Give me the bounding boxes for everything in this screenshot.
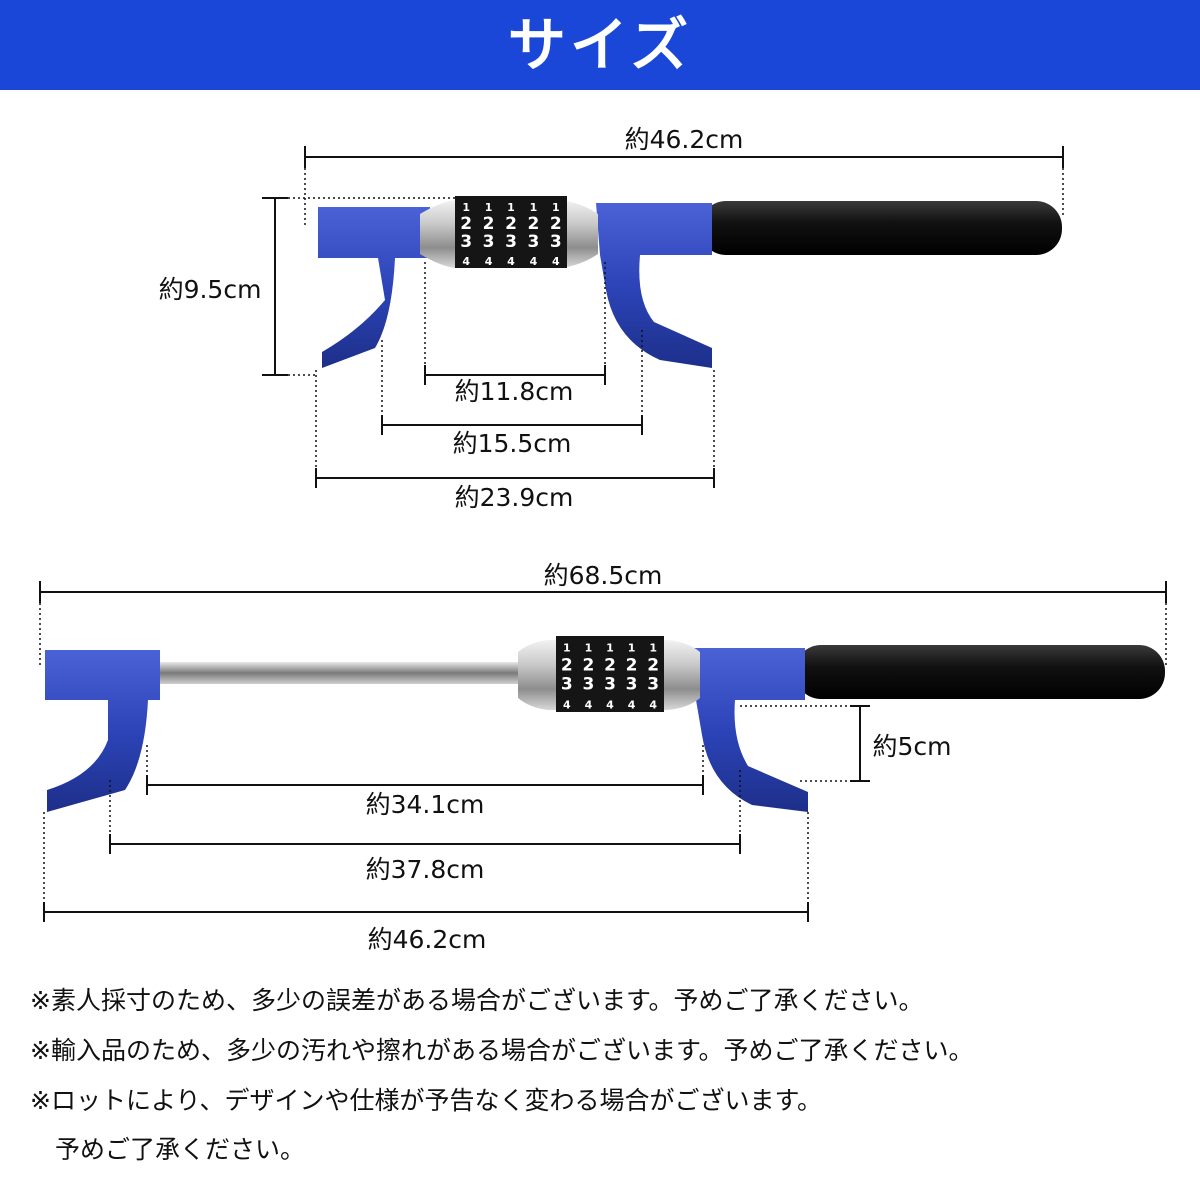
right-hook-block [596,203,712,368]
dial-digit-retracted: 1 [462,201,470,214]
dial-digit-extended: 1 [563,642,571,655]
header-banner: サイズ [0,0,1200,90]
left-hook-block [318,207,430,368]
dial-digit-extended: 4 [585,699,593,712]
dial-digit-extended: 3 [604,675,616,695]
dial-digit-retracted: 4 [530,255,538,268]
dim-overall-length-2: 約68.5cm [544,561,663,590]
lock-extended [45,636,1165,812]
grip-foam [700,201,1062,255]
dial-digit-extended: 4 [563,699,571,712]
dial-digit-extended: 3 [626,675,638,695]
dial-digit-retracted: 2 [505,214,517,234]
dimensions-retracted [262,146,1064,488]
left-hook-block [45,650,160,812]
dial-digit-retracted: 3 [550,232,562,252]
dial-digit-extended: 3 [582,675,594,695]
dial-digit-extended: 1 [606,642,614,655]
dial-digit-extended: 1 [628,642,636,655]
note-lot-cont: 予めご了承ください。 [30,1135,306,1164]
dial-digit-extended: 2 [561,656,573,676]
dial-digit-extended: 4 [606,699,614,712]
dim-inner-span-2: 約34.1cm [366,790,485,819]
dim-height-1: 約9.5cm [159,275,262,304]
dim-mid-span-1: 約15.5cm [453,429,572,458]
dial-digit-retracted: 1 [485,201,493,214]
dim-overall-length-1: 約46.2cm [625,125,744,154]
dim-inner-span-1: 約11.8cm [455,377,574,406]
dial-digit-extended: 1 [649,642,657,655]
dial-digit-extended: 2 [626,656,638,676]
dial-digit-retracted: 4 [462,255,470,268]
note-measurement: ※素人採寸のため、多少の誤差がある場合がございます。予めご了承ください。 [30,986,924,1015]
dial-digit-retracted: 1 [507,201,515,214]
combination-dial [556,636,664,712]
dial-digit-extended: 4 [649,699,657,712]
dim-outer-span-2: 約46.2cm [368,925,487,954]
size-diagram: 約46.2cm 約9.5cm 約11.8cm 約15.5cm 約23.9cm [39,125,1167,954]
lock-retracted [318,196,1062,368]
dial-digit-extended: 3 [647,675,659,695]
dimensions-extended [39,581,1167,922]
dim-hook-depth-2: 約5cm [872,732,951,761]
dial-digit-retracted: 2 [527,214,539,234]
dial-digit-retracted: 2 [460,214,472,234]
dial-digit-retracted: 2 [483,214,495,234]
dial-digit-extended: 2 [582,656,594,676]
note-lot: ※ロットにより、デザインや仕様が予告なく変わる場合がございます。 [30,1086,822,1115]
dial-digit-extended: 2 [604,656,616,676]
right-hook-block [690,648,808,812]
dial-digit-retracted: 4 [552,255,560,268]
dial-digit-extended: 1 [585,642,593,655]
note-import: ※輸入品のため、多少の汚れや擦れがある場合がございます。予めご了承ください。 [30,1036,974,1065]
dim-outer-span-1: 約23.9cm [455,483,574,512]
dial-digit-extended: 4 [628,699,636,712]
dial-digit-retracted: 4 [485,255,493,268]
dial-digit-retracted: 1 [530,201,538,214]
dial-digit-retracted: 4 [507,255,515,268]
steel-rod [155,662,530,684]
page-title: サイズ [507,11,693,79]
dim-mid-span-2: 約37.8cm [366,855,485,884]
dial-digit-retracted: 1 [552,201,560,214]
dial-digit-retracted: 3 [527,232,539,252]
dial-digit-extended: 3 [561,675,573,695]
combination-dial [455,196,567,268]
dial-digit-retracted: 3 [483,232,495,252]
dial-digit-extended: 2 [647,656,659,676]
grip-foam [795,645,1165,699]
dial-digit-retracted: 3 [505,232,517,252]
dial-digit-retracted: 3 [460,232,472,252]
dial-digit-retracted: 2 [550,214,562,234]
